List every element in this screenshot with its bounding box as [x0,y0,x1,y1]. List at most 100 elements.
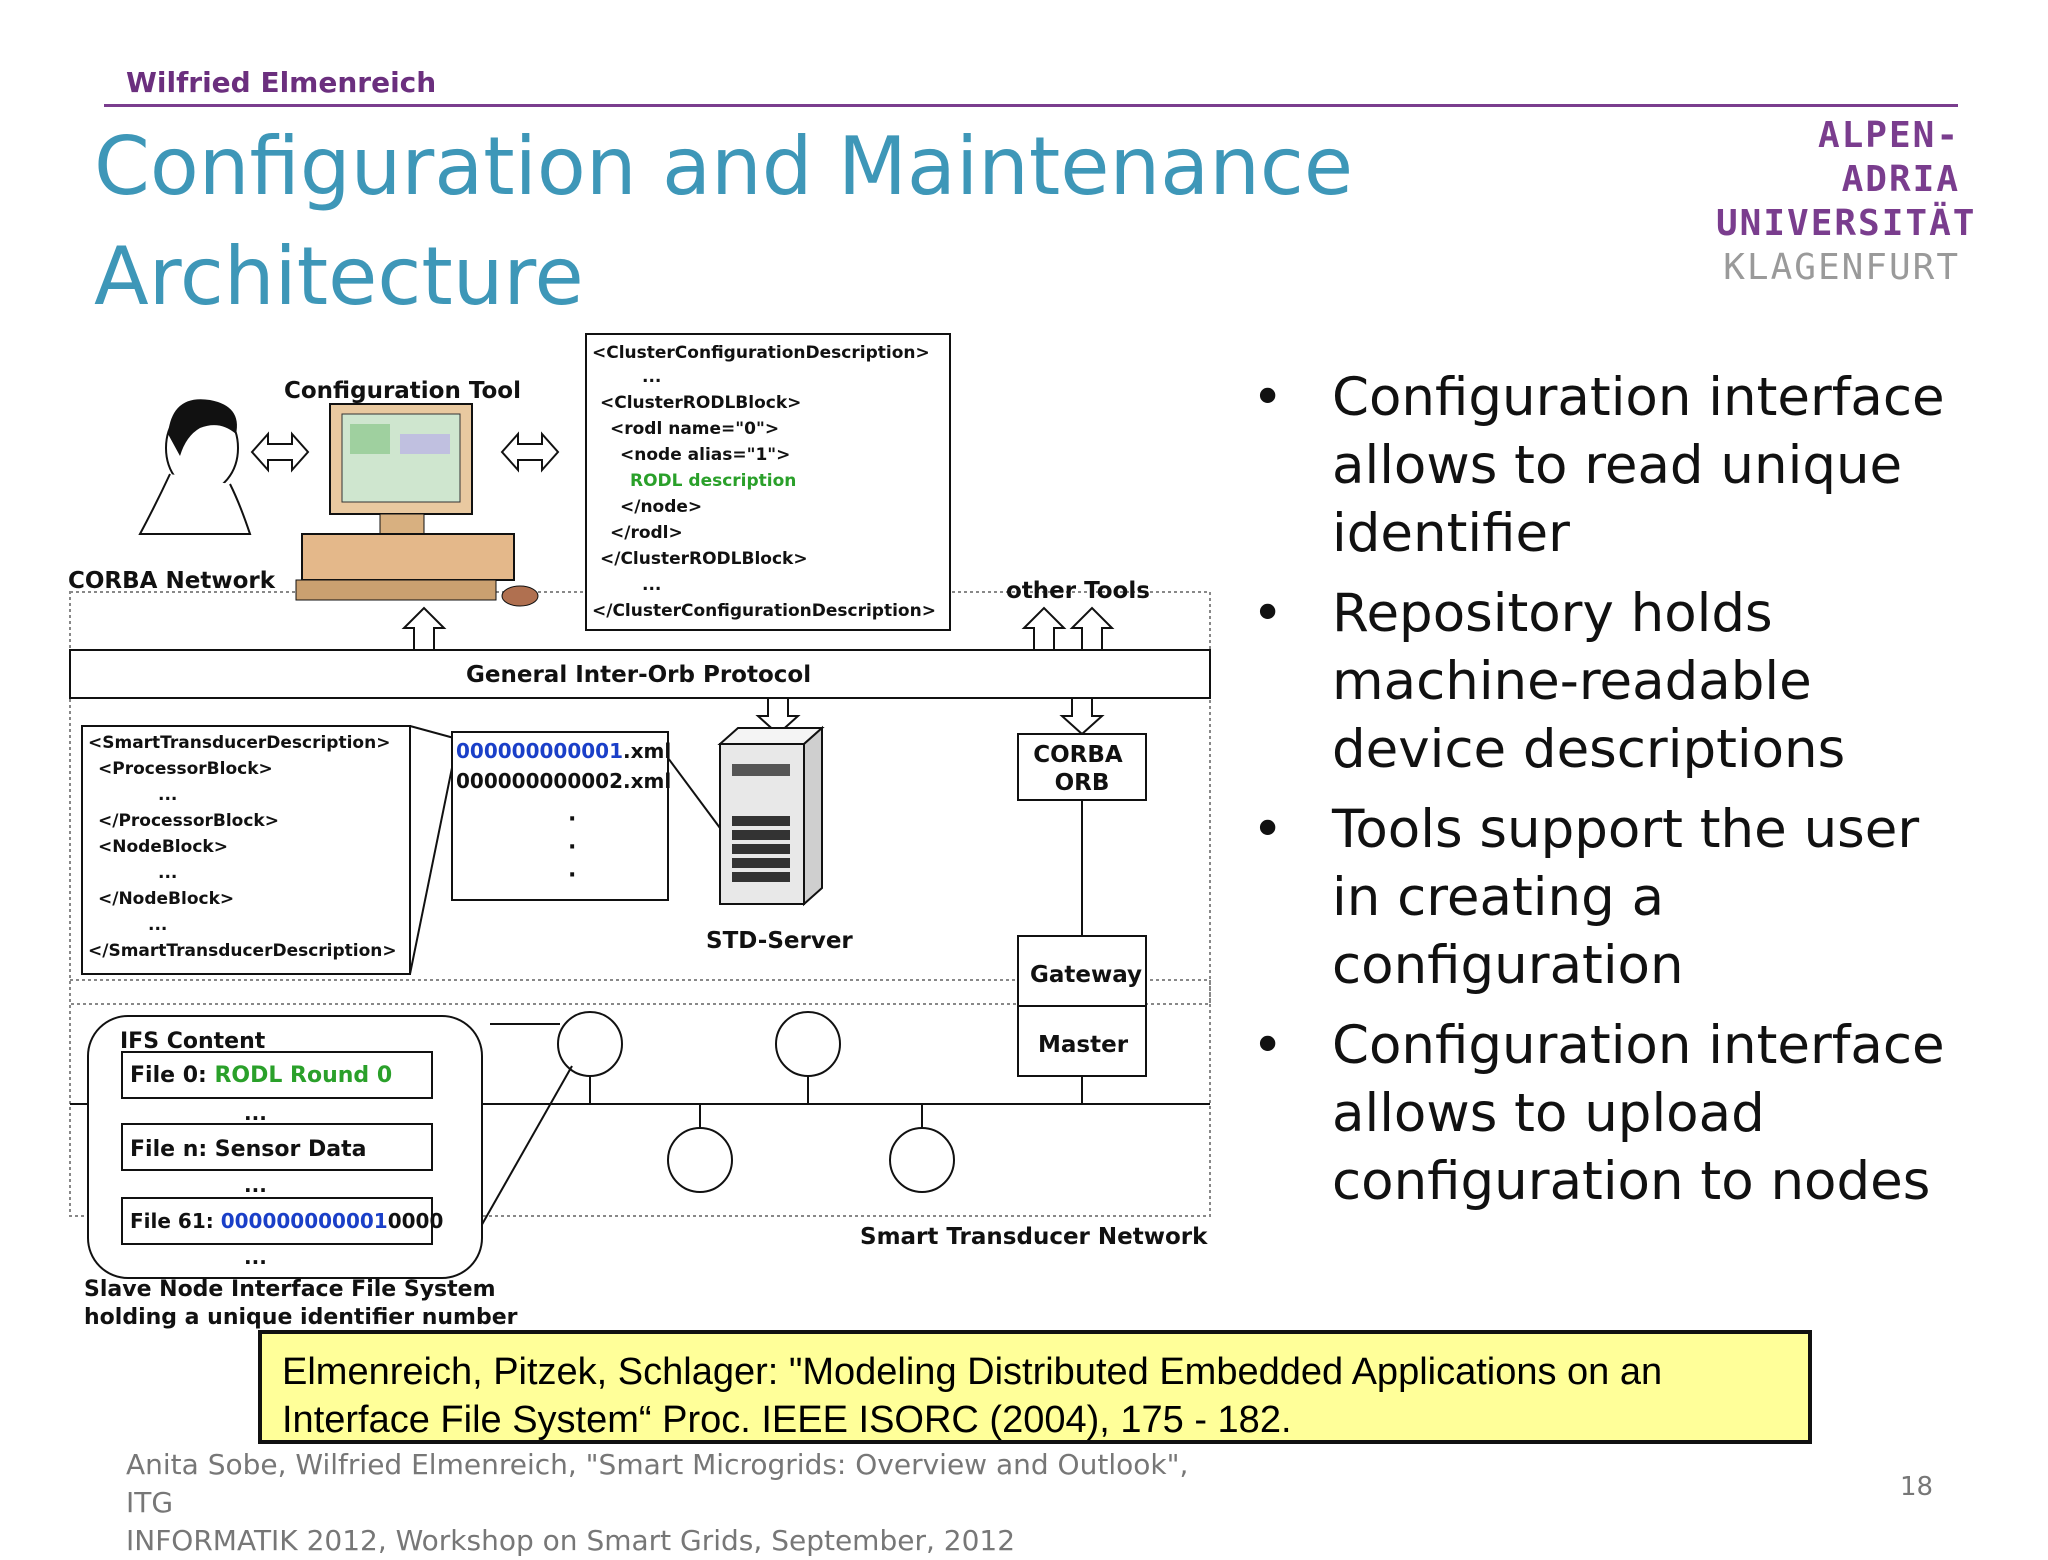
cluster-xml-line: ... [642,367,661,387]
config-tool-label: Configuration Tool [284,378,521,404]
cluster-xml-line: <ClusterConfigurationDescription> [592,343,930,363]
corba-network-label: CORBA Network [68,568,276,594]
cluster-xml-rodl-description: RODL description [630,471,796,491]
logo-line-1: ALPEN-ADRIA [1817,115,1960,200]
std-xml-line: ... [158,785,177,805]
user-person-icon [138,399,252,535]
ifs-title: IFS Content [120,1029,266,1054]
svg-text:Slave Node Interface File Syst: Slave Node Interface File System holding… [84,1277,518,1330]
cluster-xml-line: ... [642,575,661,595]
citation-box: Elmenreich, Pitzek, Schlager: "Modeling … [258,1330,1812,1444]
university-logo: ALPEN-ADRIA UNIVERSITÄT KLAGENFURT [1716,114,1977,290]
cluster-xml-line: </ClusterRODLBlock> [600,549,808,569]
svg-text:000000000001.xml: 000000000001.xml [456,739,671,763]
bullet-item: • Configuration interface allows to read … [1252,364,1952,568]
ifs-file-0-value: RODL Round 0 [214,1063,392,1088]
logo-line-3: KLAGENFURT [1723,247,1960,288]
ifs-ellipsis: ... [244,1173,267,1197]
files-dot: · [568,835,576,860]
svg-text:<ClusterConfigurationDescripti: <ClusterConfigurationDescription> ... <C… [592,343,936,621]
ifs-ellipsis: ... [244,1101,267,1125]
files-dot: · [568,807,576,832]
up-arrow-config [401,606,447,651]
master-label: Master [1038,1032,1129,1058]
author-name: Wilfried Elmenreich [126,66,437,99]
bullet-list: • Configuration interface allows to read … [1252,364,1952,1228]
up-arrow-tool-2 [1069,606,1115,651]
corba-orb-box [1017,733,1147,801]
citation-line-1: Elmenreich, Pitzek, Schlager: "Modeling … [282,1351,1663,1393]
std-xml-box [81,725,411,975]
gateway-label: Gateway [1030,962,1142,988]
file-1-id: 000000000001 [456,739,623,763]
bullet-text: Configuration interface allows to read u… [1332,367,1945,564]
cluster-xml-box [585,333,951,631]
giop-bar [69,649,1211,699]
corba-orb-label-2: ORB [1055,770,1110,796]
bullet-text: Configuration interface allows to upload… [1332,1015,1945,1212]
double-arrow-left [250,431,310,473]
cluster-xml-line: </rodl> [610,523,683,543]
giop-label: General Inter-Orb Protocol [466,662,811,688]
bullet-dot-icon: • [1252,583,1284,644]
std-xml-line: <NodeBlock> [98,837,228,857]
svg-text:CORBA ORB: CORBA ORB [1033,742,1131,796]
ifs-file-n [121,1123,433,1171]
cluster-xml-line: <node alias="1"> [620,445,790,465]
footer-line-2: INFORMATIK 2012, Workshop on Smart Grids… [126,1524,1016,1557]
architecture-diagram: Configuration Tool CORBA Network <Cluste… [68,333,1211,1330]
down-arrow-orb [1059,697,1105,736]
std-xml-line: ... [148,915,167,935]
std-xml-line: </NodeBlock> [98,889,234,909]
std-server-label: STD-Server [706,928,853,954]
smart-transducer-region [69,979,1211,1217]
citation-line-2: Interface File System“ Proc. IEEE ISORC … [282,1399,1292,1441]
std-xml-line: </ProcessorBlock> [98,811,279,831]
ifs-file-61-id: 000000000001 [221,1209,388,1233]
ifs-file-61-rest: 0000 [388,1209,444,1233]
logo-line-2: UNIVERSITÄT [1716,203,1977,244]
ifs-file-61-label: File 61: [130,1209,221,1233]
std-xml-line: <ProcessorBlock> [98,759,273,779]
bullet-dot-icon: • [1252,367,1284,428]
cluster-xml-line: </ClusterConfigurationDescription> [592,601,936,621]
node-circle [775,1011,841,1077]
file-1-ext: .xml [623,739,671,763]
files-dot: · [568,863,576,888]
gateway-box [1017,935,1147,1007]
std-xml-line: ... [158,863,177,883]
bullet-text: Repository holds machine-readable device… [1332,583,1846,780]
ifs-file-n-label: File n: Sensor Data [130,1137,366,1162]
svg-text:File 0: RODL Round 0: File 0: RODL Round 0 [130,1063,392,1088]
slave-caption-1: Slave Node Interface File System [84,1277,496,1302]
cluster-xml-line: </node> [620,497,702,517]
cluster-xml-line: <ClusterRODLBlock> [600,393,801,413]
smart-transducer-network-label: Smart Transducer Network [860,1224,1208,1250]
ifs-ellipsis: ... [244,1245,267,1269]
bullet-item: •Tools support the user in creating a co… [1252,796,1952,1000]
svg-text:File 61: 0000000000010000: File 61: 0000000000010000 [130,1209,443,1233]
files-box [451,731,669,901]
header-rule [104,104,1958,107]
ifs-file-0 [121,1051,433,1099]
svg-text:· · ·: · · · [568,807,584,888]
master-box [1017,1005,1147,1077]
down-arrow-server [755,697,801,736]
footer-reference: Anita Sobe, Wilfried Elmenreich, "Smart … [126,1446,1226,1560]
bullet-dot-icon: • [1252,1015,1284,1076]
server-icon [717,725,825,907]
node-circle [557,1011,623,1077]
up-arrow-tool-1 [1021,606,1067,651]
file-2: 000000000002.xml [456,769,671,793]
bullet-item: • Configuration interface allows to uploa… [1252,1012,1952,1216]
node-circle [667,1127,733,1193]
std-xml-line: <SmartTransducerDescription> [88,733,390,753]
slave-caption-2: holding a unique identifier number [84,1305,518,1330]
ifs-file-0-label: File 0: [130,1063,214,1088]
bullet-item: • Repository holds machine-readable devic… [1252,580,1952,784]
other-tools-label: other Tools [1006,578,1150,604]
svg-text:<SmartTransducerDescription>: <SmartTransducerDescription> <ProcessorB… [88,733,397,961]
node-circle [889,1127,955,1193]
corba-orb-label-1: CORBA [1033,742,1123,768]
ifs-file-61 [121,1197,433,1245]
